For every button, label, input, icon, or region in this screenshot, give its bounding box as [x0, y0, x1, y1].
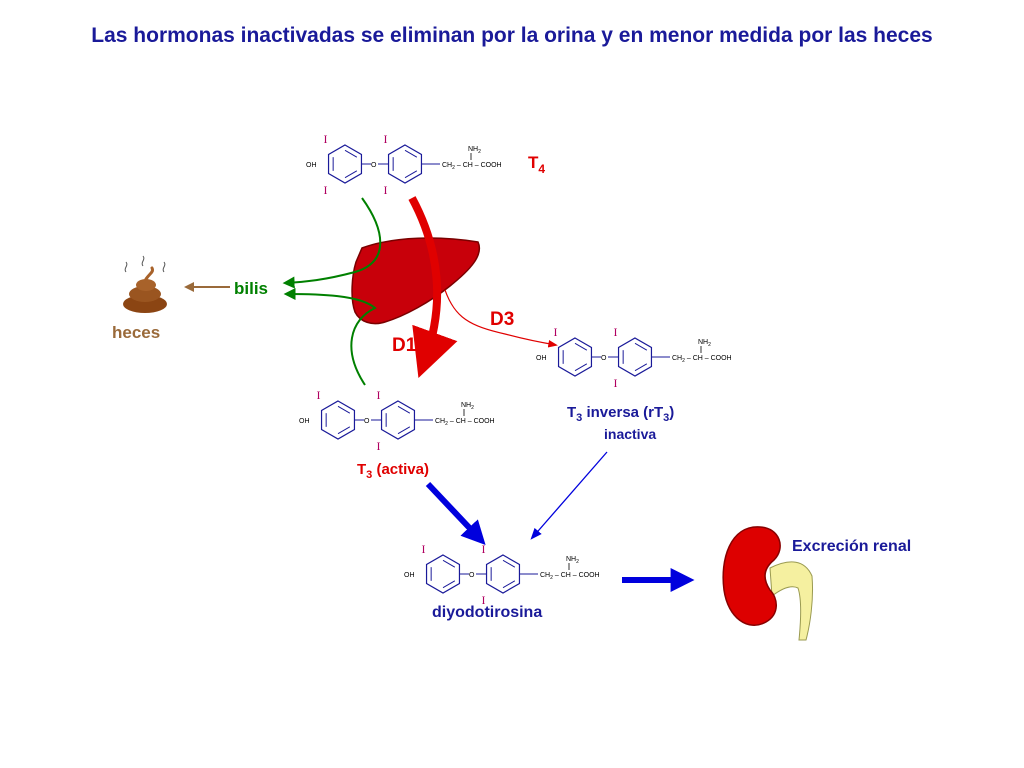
amine-group: NH2	[461, 402, 474, 411]
rt3-to-diyodotirosina-arrow	[530, 451, 608, 540]
benzene-ring	[387, 144, 423, 184]
iodine-atom: I	[613, 376, 617, 390]
double-bond	[574, 342, 588, 351]
iodine-atom: I	[613, 325, 617, 339]
d3-conversion-arrow	[444, 289, 558, 348]
iodine-atom: I	[323, 183, 327, 197]
double-bond	[502, 559, 516, 568]
diyodotirosina-label: diyodotirosina	[432, 604, 542, 621]
iodine-atom: I	[376, 439, 380, 453]
side-chain: CH2 – CH – COOH	[672, 355, 732, 364]
bile-arrow-upper	[282, 197, 382, 289]
excrecion-renal-label: Excreción renal	[792, 538, 911, 555]
hydroxyl-group: OH	[299, 418, 310, 425]
benzene-ring	[617, 337, 653, 377]
feces-icon	[123, 255, 167, 313]
ether-oxygen: O	[371, 162, 377, 169]
ether-oxygen: O	[469, 572, 475, 579]
amine-group: NH2	[468, 146, 481, 155]
amine-group: NH2	[698, 339, 711, 348]
iodine-atom: I	[421, 542, 425, 556]
t3-label: T3 (activa)	[357, 461, 429, 481]
benzene-ring	[327, 144, 363, 184]
iodine-atom: I	[553, 325, 557, 339]
double-bond	[634, 342, 648, 351]
side-chain: CH2 – CH – COOH	[435, 418, 495, 427]
ether-oxygen: O	[601, 355, 607, 362]
t3-to-diyodotirosina-arrow	[425, 481, 486, 545]
d3-label: D3	[490, 309, 514, 330]
page-title: Las hormonas inactivadas se eliminan por…	[91, 24, 933, 47]
d1-conversion-arrow	[408, 196, 458, 379]
double-bond	[404, 170, 418, 179]
kidney-icon	[722, 526, 781, 626]
iodine-atom: I	[481, 593, 485, 607]
iodine-atom: I	[323, 132, 327, 146]
rt3-label: T3 inversa (rT3)	[567, 404, 674, 424]
iodine-atom: I	[383, 183, 387, 197]
hydroxyl-group: OH	[536, 355, 547, 362]
double-bond	[337, 405, 351, 414]
benzene-ring	[320, 400, 356, 440]
side-chain: CH2 – CH – COOH	[540, 572, 600, 581]
side-chain: CH2 – CH – COOH	[442, 162, 502, 171]
heces-label: heces	[112, 323, 160, 342]
iodine-atom: I	[376, 388, 380, 402]
benzene-ring	[425, 554, 461, 594]
benzene-ring	[485, 554, 521, 594]
double-bond	[574, 363, 588, 372]
bilis-label: bilis	[234, 279, 268, 298]
iodine-atom: I	[481, 542, 485, 556]
double-bond	[442, 559, 456, 568]
double-bond	[344, 170, 358, 179]
double-bond	[397, 426, 411, 435]
double-bond	[634, 363, 648, 372]
iodine-atom: I	[383, 132, 387, 146]
iodine-atom: I	[316, 388, 320, 402]
t4-label: T4	[528, 153, 545, 176]
double-bond	[404, 149, 418, 158]
amine-group: NH2	[566, 556, 579, 565]
double-bond	[344, 149, 358, 158]
double-bond	[502, 580, 516, 589]
hydroxyl-group: OH	[404, 572, 415, 579]
ether-oxygen: O	[364, 418, 370, 425]
double-bond	[397, 405, 411, 414]
double-bond	[442, 580, 456, 589]
rt3-inactive-label: inactiva	[604, 426, 656, 442]
d1-label: D1	[392, 335, 417, 356]
liver-icon	[351, 237, 481, 325]
ureter-icon	[769, 561, 814, 641]
double-bond	[337, 426, 351, 435]
benzene-ring	[380, 400, 416, 440]
hydroxyl-group: OH	[306, 162, 317, 169]
bile-arrow-lower	[283, 288, 377, 386]
benzene-ring	[557, 337, 593, 377]
